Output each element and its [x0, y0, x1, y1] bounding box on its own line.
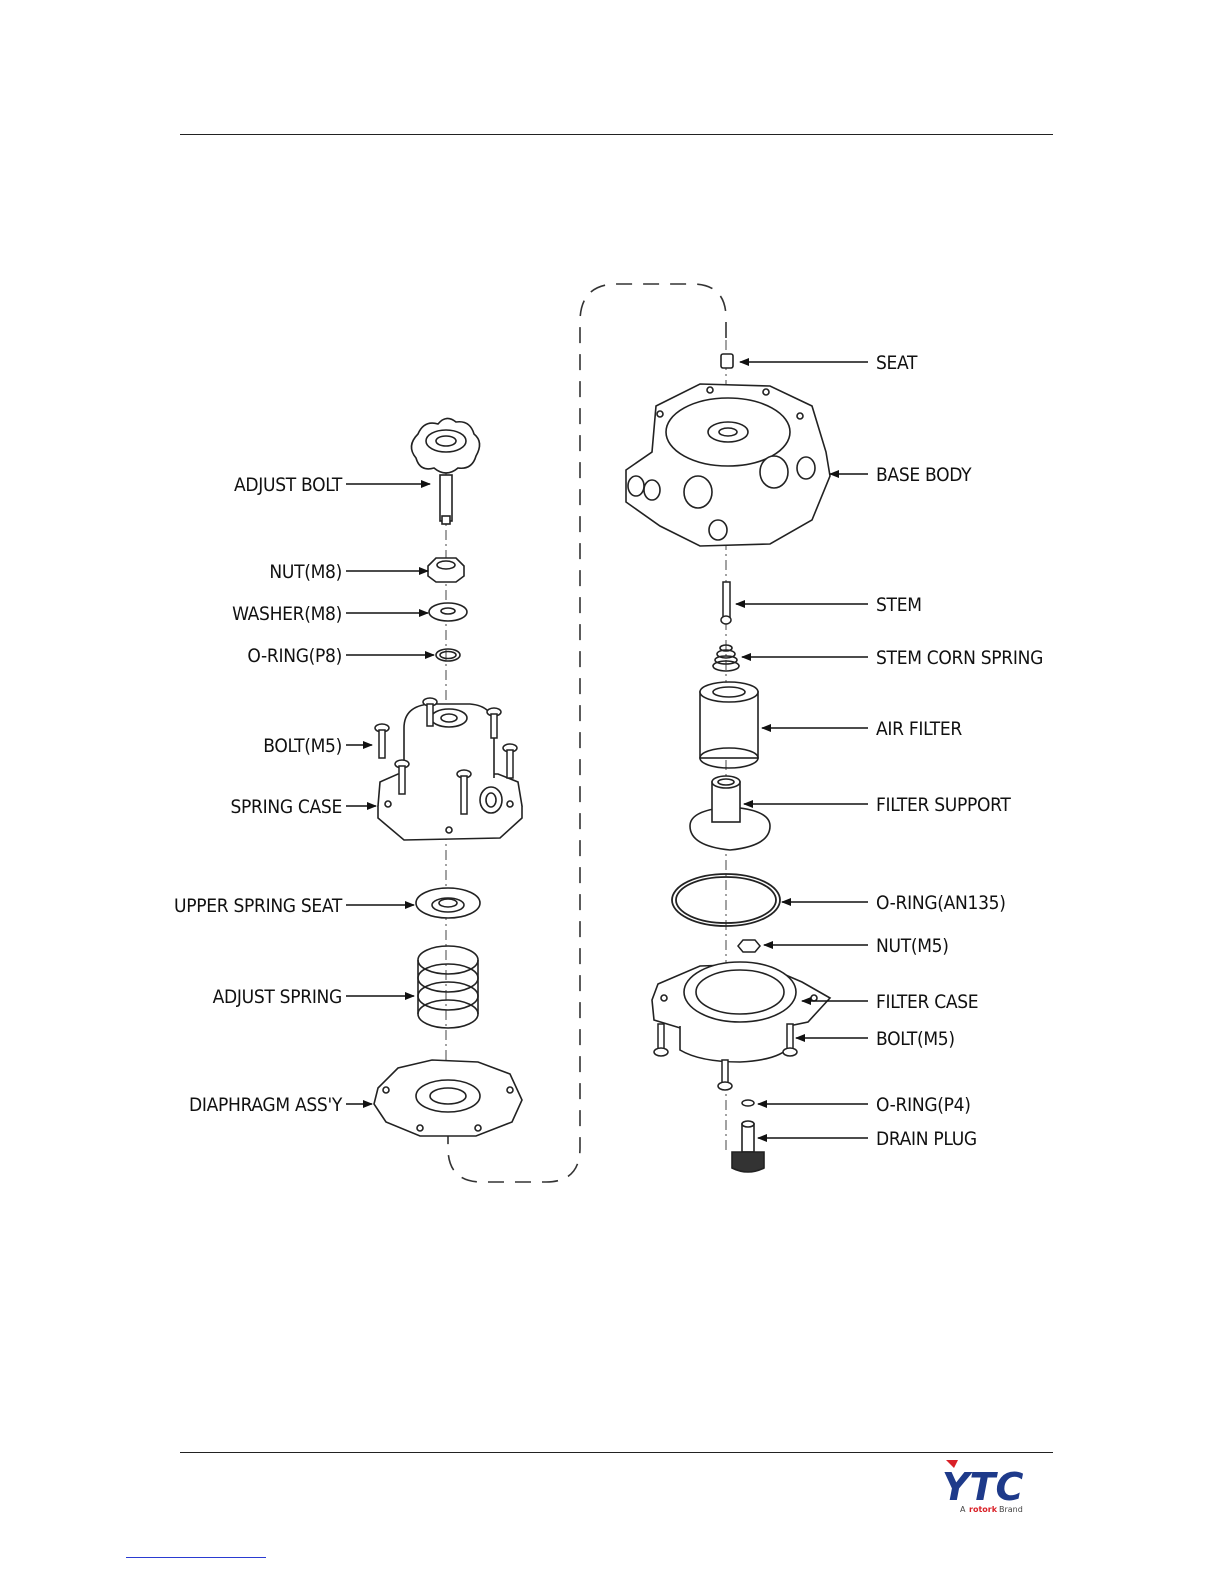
label-nut-m8: NUT(M8): [269, 561, 342, 583]
logo-suffix: Brand: [999, 1505, 1023, 1514]
bottom-link-underline[interactable]: [126, 1557, 266, 1558]
nut-m8-part: [428, 558, 464, 582]
filter-support-part: [690, 776, 770, 850]
base-body-part: [626, 384, 830, 546]
logo-brand: rotork: [969, 1505, 998, 1514]
label-air-filter: AIR FILTER: [876, 718, 962, 740]
label-o-ring-p8: O-RING(P8): [247, 645, 342, 667]
seat-part: [721, 354, 733, 368]
washer-m8-part: [429, 603, 467, 621]
label-stem-corn-spring: STEM CORN SPRING: [876, 647, 1043, 669]
label-stem: STEM: [876, 594, 922, 616]
label-washer-m8: WASHER(M8): [232, 603, 342, 625]
adjust-bolt-part: [411, 418, 479, 524]
label-filter-support: FILTER SUPPORT: [876, 794, 1011, 816]
nut-m5-part: [738, 940, 760, 952]
label-filter-case: FILTER CASE: [876, 991, 978, 1013]
label-bolt-m5-right: BOLT(M5): [876, 1028, 955, 1050]
label-nut-m5: NUT(M5): [876, 935, 949, 957]
drain-plug-part: [732, 1121, 764, 1172]
stem-part: [721, 582, 731, 624]
label-o-ring-an135: O-RING(AN135): [876, 892, 1006, 914]
ytc-logo: YTC A rotork Brand: [938, 1458, 1038, 1518]
upper-spring-seat-part: [416, 888, 480, 918]
filter-case-part: [652, 962, 830, 1062]
logo-text: YTC: [942, 1465, 1023, 1509]
label-upper-spring-seat: UPPER SPRING SEAT: [174, 895, 343, 917]
label-diaphragm-assy: DIAPHRAGM ASS'Y: [189, 1094, 343, 1116]
logo-prefix: A: [960, 1505, 966, 1514]
o-ring-p4-part: [742, 1100, 754, 1106]
label-o-ring-p4: O-RING(P4): [876, 1094, 971, 1116]
o-ring-p8-part: [436, 649, 460, 661]
air-filter-part: [700, 682, 758, 768]
label-seat: SEAT: [876, 352, 918, 374]
label-adjust-bolt: ADJUST BOLT: [234, 474, 343, 496]
label-spring-case: SPRING CASE: [230, 796, 342, 818]
label-bolt-m5-left: BOLT(M5): [263, 735, 342, 757]
footer-rule: [180, 1452, 1053, 1453]
diaphragm-assy-part: [374, 1060, 522, 1136]
adjust-spring-part: [418, 946, 478, 1028]
label-adjust-spring: ADJUST SPRING: [213, 986, 342, 1008]
label-drain-plug: DRAIN PLUG: [876, 1128, 977, 1150]
label-base-body: BASE BODY: [876, 464, 972, 486]
